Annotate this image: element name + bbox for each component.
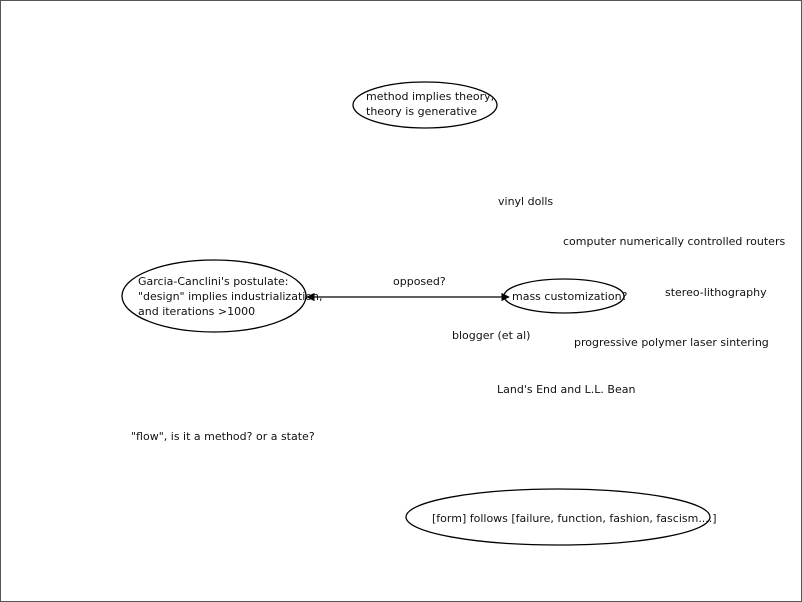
flow-node: "flow", is it a method? or a state?	[131, 430, 315, 443]
garcia-canclini-node: Garcia-Canclini's postulate: "design" im…	[138, 274, 323, 319]
method-theory-node: method implies theory, theory is generat…	[366, 89, 494, 119]
stereo-lithography-node: stereo-lithography	[665, 286, 767, 299]
garcia-canclini-line1: Garcia-Canclini's postulate:	[138, 275, 289, 288]
garcia-canclini-line3: and iterations >1000	[138, 305, 256, 318]
method-theory-line2: theory is generative	[366, 105, 477, 118]
vinyl-dolls-node: vinyl dolls	[498, 195, 554, 208]
blogger-node: blogger (et al)	[452, 329, 531, 342]
mass-customization-node: mass customization?	[512, 290, 628, 303]
garcia-canclini-line2: "design" implies industrialization,	[138, 290, 323, 303]
method-theory-ellipse	[352, 81, 498, 129]
method-theory-line1: method implies theory,	[366, 90, 495, 103]
polymer-sintering-node: progressive polymer laser sintering	[574, 336, 769, 349]
form-follows-ellipse	[405, 488, 711, 546]
garcia-canclini-ellipse	[121, 259, 307, 333]
lands-end-node: Land's End and L.L. Bean	[497, 383, 636, 396]
form-follows-node: [form] follows [failure, function, fashi…	[432, 512, 717, 525]
cnc-routers-node: computer numerically controlled routers	[563, 235, 786, 248]
opposed-edge-label: opposed?	[393, 275, 446, 288]
